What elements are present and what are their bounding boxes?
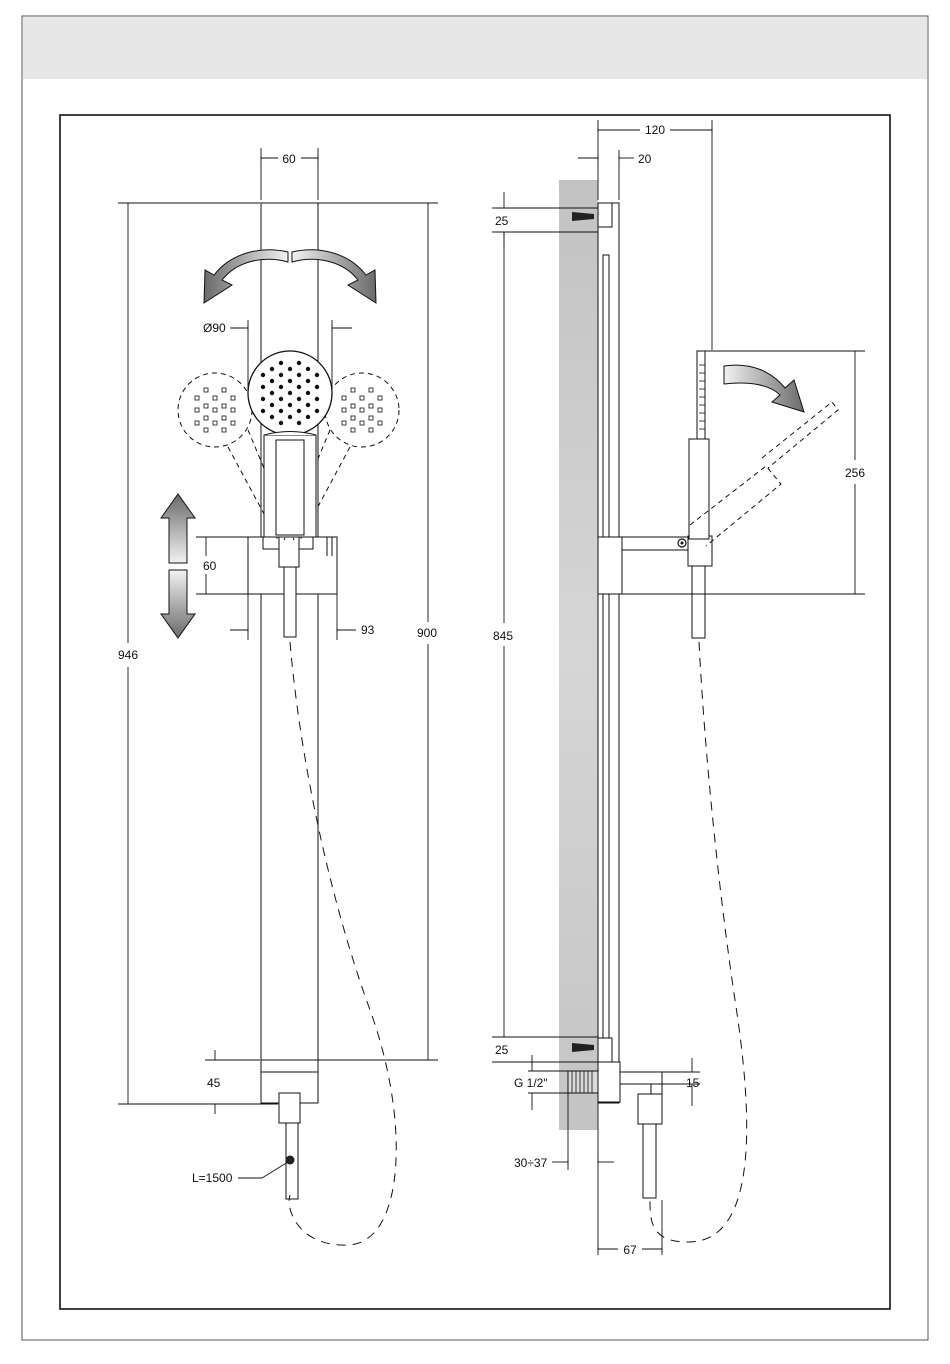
side-hose	[650, 642, 747, 1242]
dim-outlet-depth: 67	[623, 1243, 637, 1257]
dim-bracket-spacing: 845	[493, 629, 513, 643]
dim-thread: G 1/2"	[514, 1076, 548, 1090]
side-head-tilted	[690, 402, 838, 546]
header-band	[23, 17, 927, 79]
top-bracket	[598, 203, 612, 227]
dim-adjust-range: 30÷37	[514, 1156, 548, 1170]
dim-outlet-height: 15	[686, 1076, 700, 1090]
slide-down-arrow-icon	[161, 570, 195, 638]
slide-up-arrow-icon	[161, 494, 195, 563]
hose-marker	[286, 1156, 295, 1165]
dim-total-depth: 120	[645, 123, 665, 137]
tilt-arrow-icon	[724, 365, 804, 412]
dim-hose-length: L=1500	[192, 1171, 233, 1185]
dim-head-diameter: Ø90	[203, 321, 226, 335]
bottom-bracket	[598, 1038, 612, 1062]
dim-slider-height: 60	[203, 559, 217, 573]
dim-bottom-gap: 45	[207, 1076, 221, 1090]
outer-frame	[22, 16, 928, 1340]
dim-slider-projection: 93	[361, 623, 375, 637]
dim-bar-width: 60	[282, 152, 296, 166]
side-head	[697, 351, 705, 439]
dim-head-length: 256	[845, 466, 865, 480]
dim-bottom-bracket: 25	[495, 1043, 509, 1057]
side-slider	[598, 537, 622, 594]
threaded-connector	[568, 1071, 598, 1093]
side-dimension-lines	[492, 120, 865, 1255]
dim-total-height: 946	[118, 648, 138, 662]
dim-top-bracket: 25	[495, 214, 509, 228]
rail-bar	[261, 203, 318, 1103]
wall	[559, 180, 598, 1130]
drawing-frame	[60, 115, 890, 1309]
hose-connector	[279, 1093, 300, 1123]
dim-bar-length: 900	[417, 626, 437, 640]
dim-bar-depth: 20	[638, 152, 652, 166]
wall-outlet	[598, 1062, 620, 1102]
side-view	[568, 203, 838, 1242]
